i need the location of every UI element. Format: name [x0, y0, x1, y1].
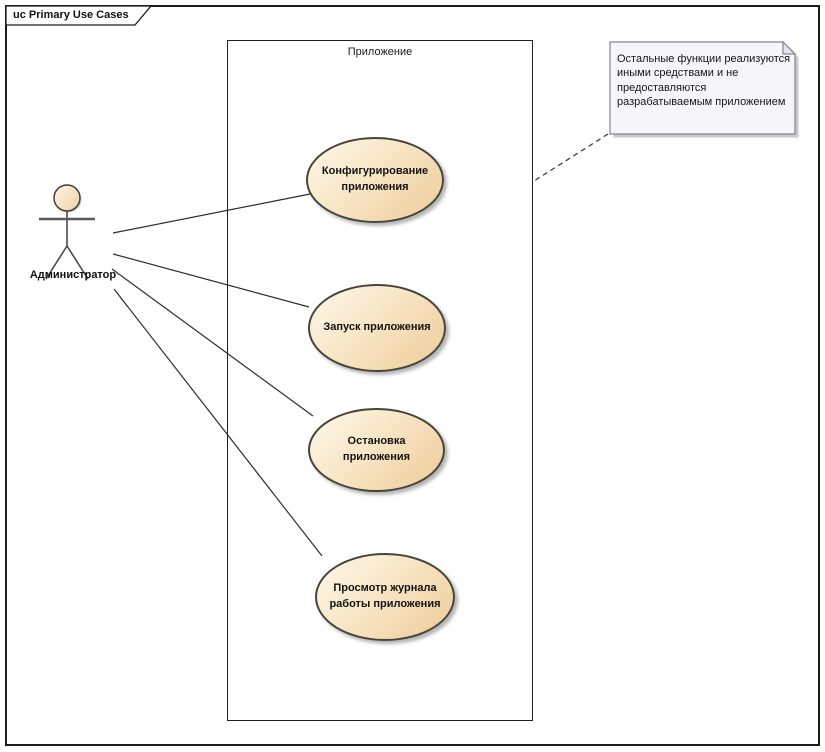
usecase-label: Конфигурирование приложения: [321, 165, 429, 193]
usecase-label: Просмотр журнала работы приложения: [329, 582, 441, 610]
note-text-line: иными средствами и не: [617, 67, 739, 80]
actor-head-icon: [53, 184, 81, 212]
association-lines: [111, 193, 323, 557]
usecase-stop-application: Остановка приложения: [308, 408, 445, 492]
note-text-line: Остальные функции реализуются: [617, 53, 791, 65]
actor-figure: [39, 184, 95, 280]
actor-label: Администратор: [29, 269, 117, 281]
note-text-line: разрабатываемым приложением: [617, 96, 786, 109]
usecase-view-application-log: Просмотр журнала работы приложения: [315, 553, 455, 641]
usecase-start-application: Запуск приложения: [308, 284, 446, 372]
note-link: [533, 133, 609, 182]
frame-tab-label: uc Primary Use Cases: [13, 9, 129, 21]
usecase-label: Запуск приложения: [323, 321, 431, 334]
usecase-label: Остановка приложения: [342, 435, 411, 463]
note-text: Остальные функции реализуются иными сред…: [617, 52, 791, 110]
note-shape: [609, 40, 799, 138]
note-fold-corner-icon: [782, 40, 797, 55]
association-start: [112, 253, 310, 308]
association-view-log: [113, 288, 323, 557]
usecase-configure-application: Конфигурирование приложения: [306, 137, 444, 223]
association-configure: [112, 193, 311, 234]
diagram-frame: [5, 5, 820, 746]
frame-tab: [5, 5, 153, 26]
note-text-line: предоставляются: [617, 81, 707, 94]
system-boundary-label: Приложение: [347, 46, 413, 58]
association-stop: [111, 268, 314, 417]
